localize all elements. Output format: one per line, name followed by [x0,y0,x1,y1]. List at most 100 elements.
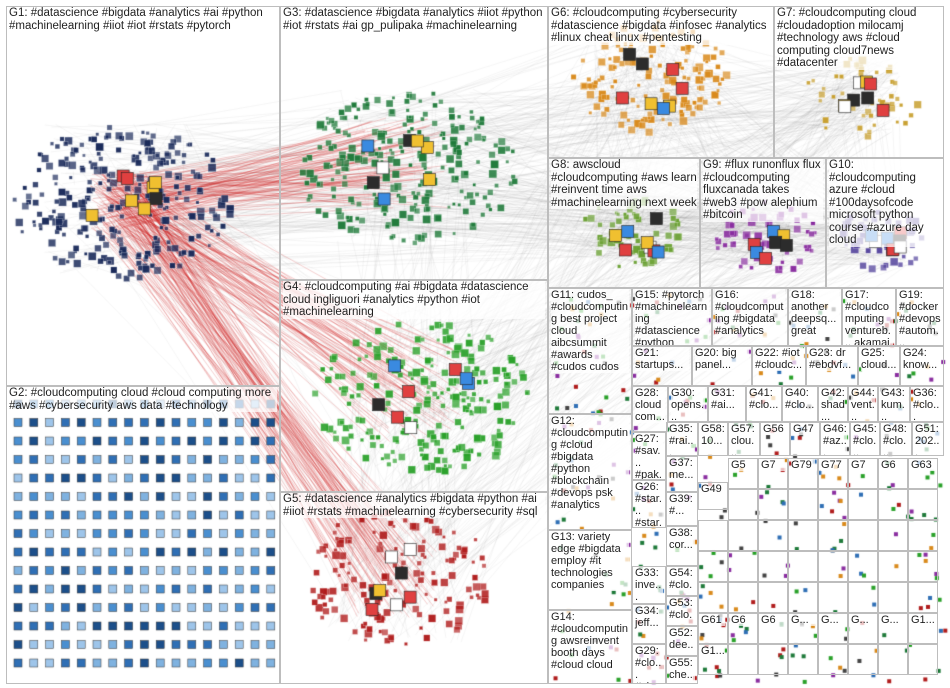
group-g31: G31: #ai... [708,386,746,422]
small-group-cell [698,582,728,613]
group-g12-label: G12: #cloudcomputing #cloud #bigdata #py… [551,415,629,511]
small-group-cell [878,582,908,613]
group-g1: G1: #datascience #bigdata #analytics #ai… [6,6,280,386]
group-g35: G35: #rai... [666,422,698,456]
small-group-label: G5 [731,459,755,471]
group-g9: G9: #flux runonflux flux #cloudcomputing… [700,158,826,288]
group-g30-label: G30: opens... #clo... [671,387,705,422]
group-g42-label: G42: shad... [821,387,845,422]
small-group-cell [728,582,758,613]
group-g28-label: G28: cloud com... [635,387,665,423]
group-g27: G27: #sav... #pak... [632,432,666,480]
small-group-cell [758,551,788,582]
group-g23-label: G23: dr #ebdvf... [809,347,855,371]
small-group-cell [818,489,848,520]
small-group-cell: G1... [698,644,728,675]
group-g4: G4: #cloudcomputing #ai #bigdata #datasc… [280,280,548,492]
group-g23: G23: dr #ebdvf... [806,346,858,386]
group-g52: G52: dee... [666,626,698,656]
group-g34-label: G34: jeff... [635,605,663,629]
small-group-cell [878,489,908,520]
group-g56: G56 [760,422,790,456]
group-g2-label: G2: #cloudcomputing cloud #cloud computi… [9,387,277,412]
small-group-cell: G6 [878,458,908,489]
small-group-cell: G6 [758,613,788,644]
small-group-label: G6 [731,614,755,626]
small-group-cell: G7 [848,458,878,489]
group-g41: G41: #clo... [746,386,782,422]
group-g24-label: G24: know... [903,347,941,371]
group-g49-label: G49 [701,483,725,495]
small-group-label: G1... [701,645,725,657]
group-g26: G26: #star... #star... [632,480,666,528]
group-g5: G5: #datascience #analytics #bigdata #py… [280,492,548,684]
small-group-cell: G5 [728,458,758,489]
small-group-cell [848,582,878,613]
group-g27-label: G27: #sav... #pak... [635,433,663,480]
small-group-cell [728,644,758,675]
small-group-cell: G... [818,613,848,644]
group-g3: G3: #datascience #bigdata #analytics #ii… [280,6,548,280]
small-group-cell [818,582,848,613]
group-g34: G34: jeff... [632,604,666,644]
group-g36: G36: #clo... [910,386,944,422]
small-group-cell [788,582,818,613]
group-g21: G21: startups... [632,346,692,386]
group-g25: G25: cloud... [858,346,900,386]
group-g26-label: G26: #star... #star... [635,481,663,528]
group-g44: G44: vent... [848,386,878,422]
small-group-cell [848,520,878,551]
group-g30: G30: opens... #clo... [668,386,708,422]
group-g20-label: G20: big panel... [695,347,749,371]
group-g8: G8: awscloud #cloudcomputing #aws learn … [548,158,700,288]
group-g15: G15: #pytorch #machinelearning #datascie… [632,288,712,346]
group-g55: G55: che... [666,656,698,684]
small-group-cell [698,551,728,582]
group-g54: G54: #clo... [666,566,698,596]
group-g43: G43: kum... [878,386,910,422]
small-group-label: G... [881,614,905,626]
group-g39: G39: #... [666,492,698,526]
group-g29-label: G29: #clo... #clo... [635,645,663,684]
group-g58-label: G58: 10... [701,423,725,447]
group-g6: G6: #cloudcomputing #cybersecurity #data… [548,6,774,158]
small-group-cell: G63 [908,458,938,489]
group-g18: G18: another deepsq... great [788,288,842,346]
group-g5-label: G5: #datascience #analytics #bigdata #py… [283,493,545,518]
group-g47-label: G47 [793,423,817,435]
small-group-cell: G... [878,613,908,644]
group-g47: G47 [790,422,820,456]
group-g1-label: G1: #datascience #bigdata #analytics #ai… [9,7,277,32]
small-group-label: G... [791,614,815,626]
group-g17: G17: #cloudcomputing ventureb... akamai [842,288,896,346]
small-group-cell [728,551,758,582]
group-g38-label: G38: cor... [669,527,695,551]
group-g19-label: G19: #docker #devops #autom... [899,289,941,346]
small-group-label: G6 [761,614,785,626]
group-g6-label: G6: #cloudcomputing #cybersecurity #data… [551,7,771,45]
group-g10-label: G10: #cloudcomputing azure #cloud #100da… [829,159,941,247]
group-g15-label: G15: #pytorch #machinelearning #datascie… [635,289,709,346]
group-g14: G14: #cloudcomputing awsreinvent booth d… [548,610,632,684]
group-g53-label: G53: #clo... [669,597,695,626]
group-g51-label: G51: 202... [915,423,941,456]
small-group-cell: G77 [818,458,848,489]
group-g25-label: G25: cloud... [861,347,897,371]
small-group-cell [758,582,788,613]
small-group-cell [848,551,878,582]
small-group-label: G6 [881,459,905,471]
small-group-cell: G... [788,613,818,644]
group-g21-label: G21: startups... [635,347,689,371]
group-g46-label: G46: #az... [823,423,847,456]
group-g11: G11: cudos_ #cloudcomputing best project… [548,288,632,414]
small-group-label: G61 [701,614,725,626]
group-g51: G51: 202... [912,422,944,456]
small-group-cell [878,551,908,582]
group-g37: G37: me... [666,456,698,492]
group-g9-label: G9: #flux runonflux flux #cloudcomputing… [703,159,823,222]
group-g4-label: G4: #cloudcomputing #ai #bigdata #datasc… [283,281,545,319]
group-g31-label: G31: #ai... [711,387,743,411]
small-group-cell [758,644,788,675]
group-g33: G33: inve... [632,566,666,604]
